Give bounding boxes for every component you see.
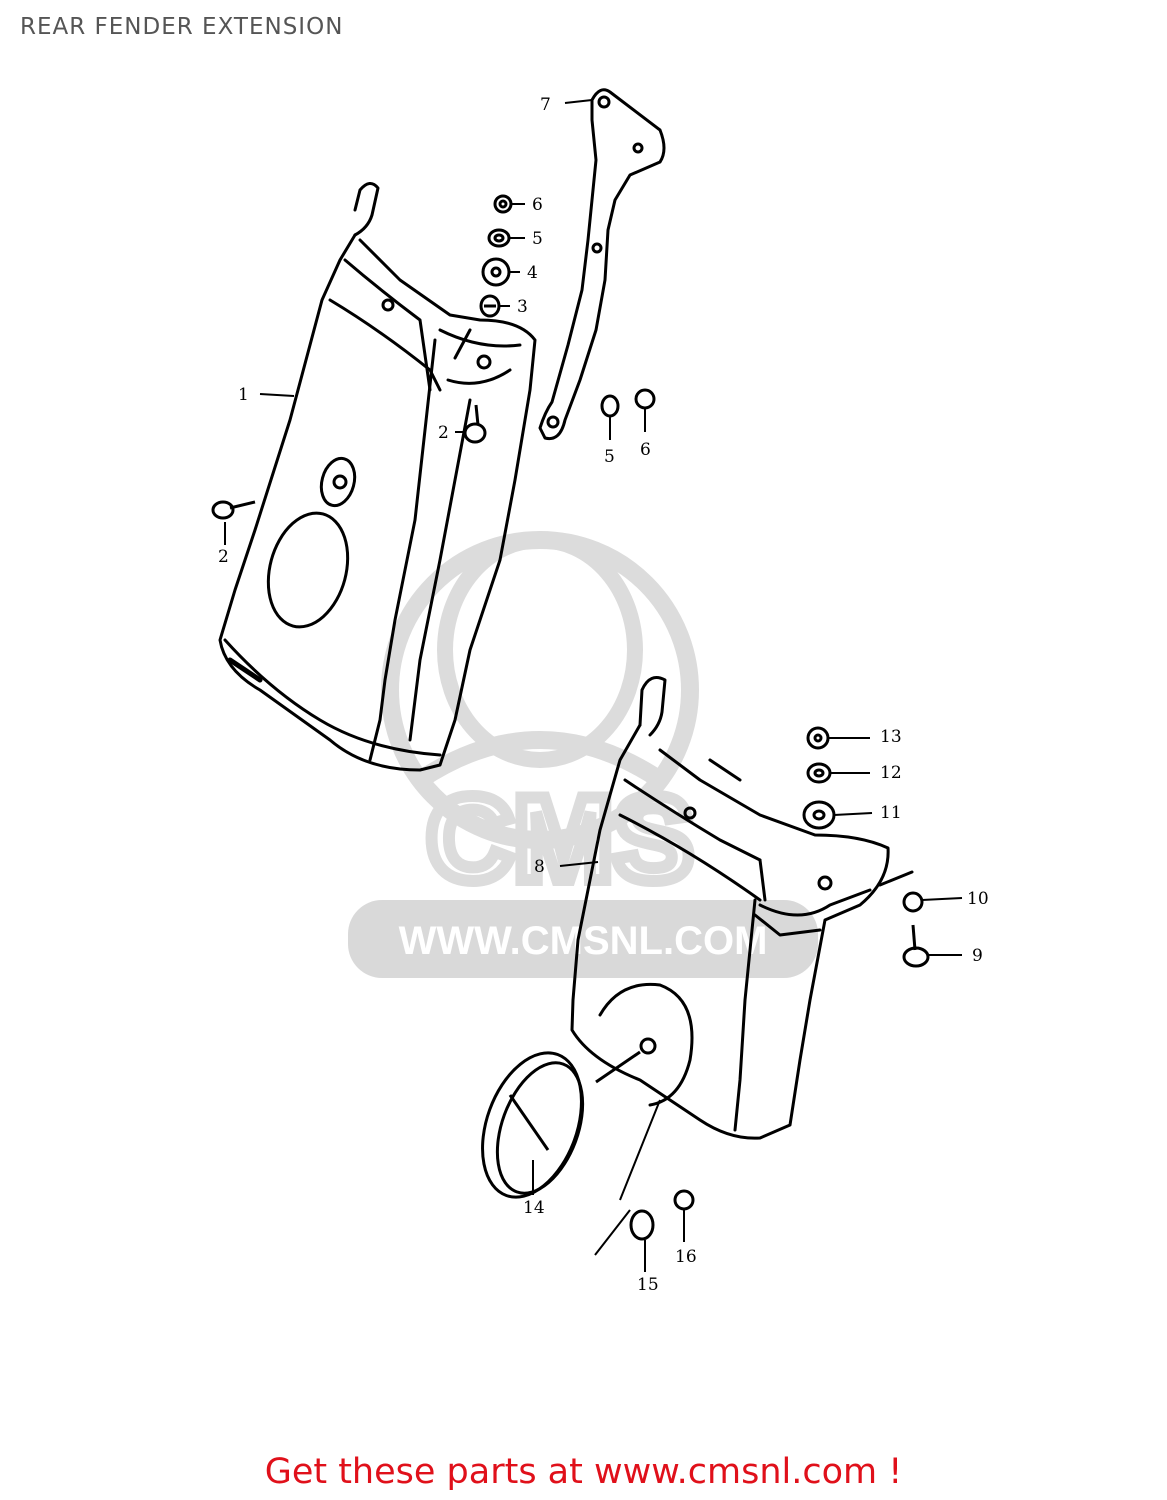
- leader-lines: [224, 99, 963, 1272]
- callout-11: 11: [880, 803, 902, 823]
- part-15-nut: [629, 1209, 655, 1241]
- part-2-bolt-b: [211, 500, 256, 520]
- callout-12: 12: [880, 763, 902, 783]
- callout-10: 10: [967, 889, 989, 909]
- callout-16: 16: [675, 1247, 697, 1267]
- callout-4: 4: [527, 263, 538, 283]
- callout-5b: 5: [604, 447, 615, 467]
- callout-7: 7: [540, 95, 551, 115]
- part-5-washer-lower: [600, 394, 620, 418]
- part-1-fender-extension: [218, 182, 537, 772]
- part-7-bracket: [538, 88, 666, 441]
- watermark-logo: CMS: [427, 772, 694, 906]
- part-14-reflector: [481, 1050, 641, 1199]
- callout-1: 1: [238, 385, 249, 405]
- callout-6a: 6: [532, 195, 543, 215]
- part-11-washer: [802, 800, 836, 830]
- callout-3: 3: [517, 297, 528, 317]
- part-14-mount-line: [594, 1099, 661, 1256]
- callout-5a: 5: [532, 229, 543, 249]
- part-6-nut-lower: [634, 388, 656, 410]
- part-9-screw: [902, 924, 930, 968]
- watermark-url: WWW.CMSNL.COM: [399, 919, 768, 963]
- cmsnl-watermark: CMS WWW.CMSNL.COM: [348, 531, 818, 978]
- callout-9: 9: [972, 946, 983, 966]
- callout-2b: 2: [218, 547, 229, 567]
- callout-15: 15: [637, 1275, 659, 1295]
- part-13-nut: [806, 726, 830, 750]
- part-8-fender-extension: [570, 676, 914, 1140]
- page-title: REAR FENDER EXTENSION: [20, 14, 344, 40]
- part-3-grommet: [479, 294, 501, 318]
- callout-2a: 2: [438, 423, 449, 443]
- footer-link[interactable]: Get these parts at www.cmsnl.com !: [264, 1452, 903, 1492]
- part-10-grommet: [902, 891, 924, 913]
- part-4-washer: [481, 257, 511, 287]
- part-16-washer: [673, 1189, 695, 1211]
- callout-6b: 6: [640, 440, 651, 460]
- part-12-washer: [806, 762, 832, 784]
- part-5-washer-upper: [487, 228, 511, 248]
- part-6-nut-upper: [493, 194, 513, 214]
- callout-14: 14: [523, 1198, 545, 1218]
- callout-8: 8: [534, 857, 545, 877]
- callout-13: 13: [880, 727, 902, 747]
